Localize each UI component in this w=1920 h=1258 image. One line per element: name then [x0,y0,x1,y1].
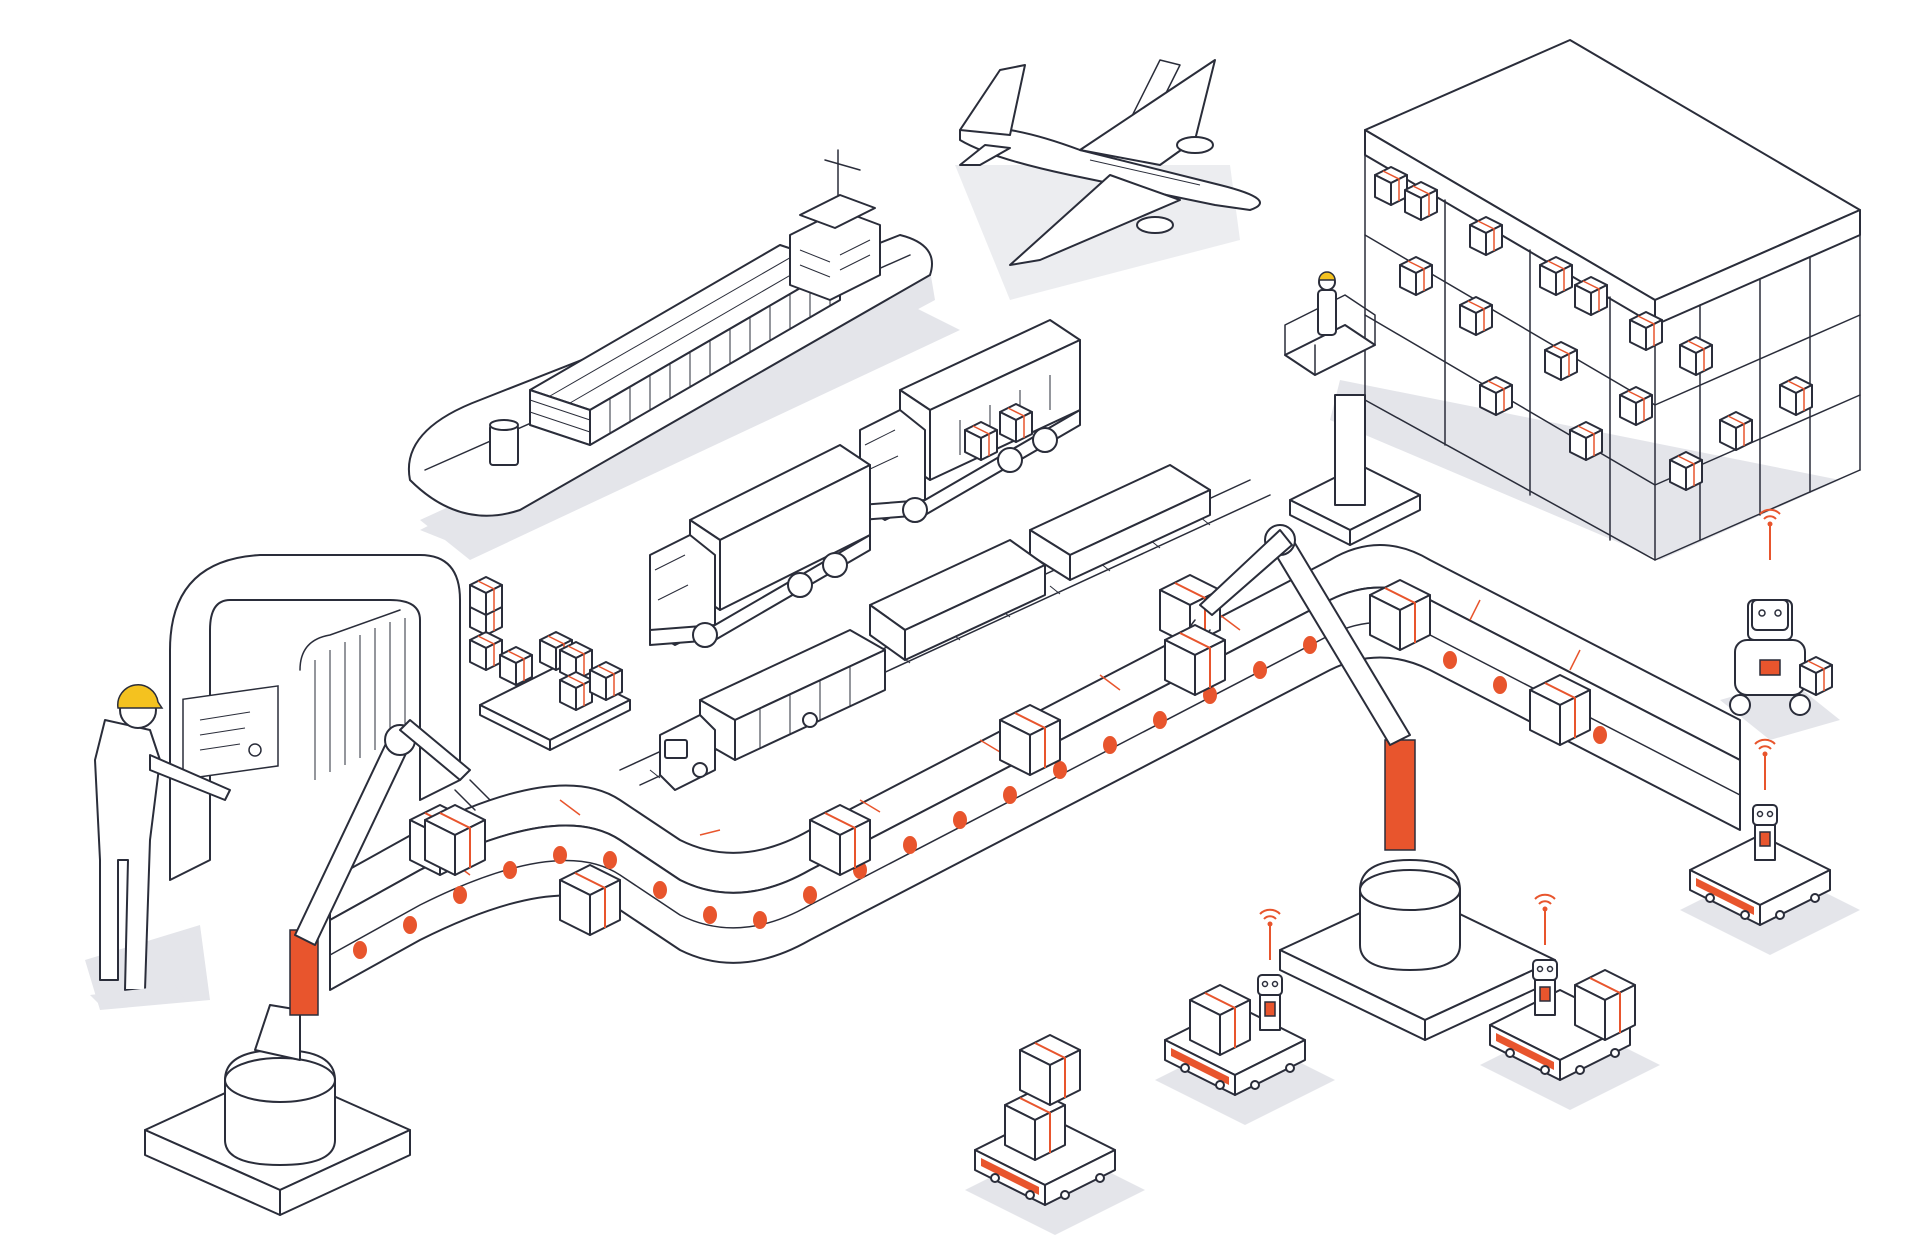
robotic-arm-icon [144,719,491,1216]
worker-icon [90,684,231,1005]
airplane-icon [959,59,1261,266]
agv-robot-icon [964,1034,1146,1236]
scanner-gate-icon [169,554,461,881]
worker-icon [1317,271,1337,336]
pallet-boxes-icon [469,576,631,751]
scissor-lift-icon [1284,271,1421,546]
warehouse-rack-icon [1364,39,1861,561]
delivery-truck-icon [649,444,871,648]
box-truck-icon [859,319,1081,523]
freight-train-icon [619,464,1271,791]
agv-robot-icon [1720,508,1840,740]
cargo-ship-icon [407,149,935,550]
